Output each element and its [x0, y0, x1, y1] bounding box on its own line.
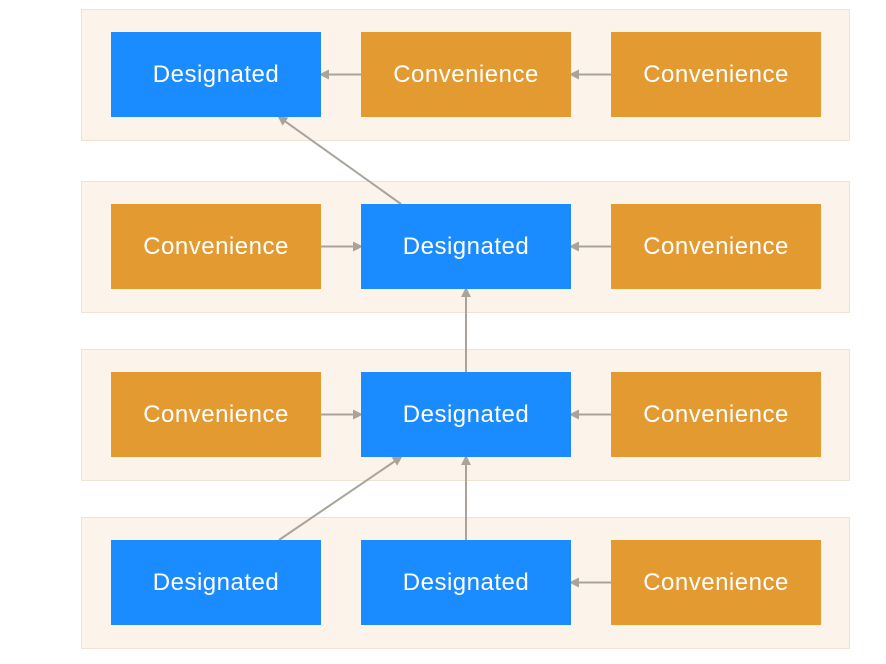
arrow-1-1-to-0-0: [277, 115, 402, 205]
node-label: Convenience: [143, 232, 289, 260]
node-r3-c2: Designated: [361, 372, 571, 457]
node-label: Designated: [402, 568, 530, 596]
node-r2-c2: Designated: [361, 204, 571, 289]
arrow-3-0-to-2-1: [278, 455, 403, 541]
node-label: Designated: [152, 568, 280, 596]
node-r1-c2: Convenience: [361, 32, 571, 117]
node-label: Designated: [152, 60, 280, 88]
node-r4-c1: Designated: [111, 540, 321, 625]
node-r4-c2: Designated: [361, 540, 571, 625]
node-label: Convenience: [643, 60, 789, 88]
node-r2-c1: Convenience: [111, 204, 321, 289]
node-label: Convenience: [643, 568, 789, 596]
node-label: Designated: [402, 400, 530, 428]
node-r3-c1: Convenience: [111, 372, 321, 457]
node-label: Designated: [402, 232, 530, 260]
node-r1-c3: Convenience: [611, 32, 821, 117]
node-r1-c1: Designated: [111, 32, 321, 117]
node-label: Convenience: [393, 60, 539, 88]
node-label: Convenience: [643, 232, 789, 260]
node-r2-c3: Convenience: [611, 204, 821, 289]
node-label: Convenience: [643, 400, 789, 428]
node-r4-c3: Convenience: [611, 540, 821, 625]
node-r3-c3: Convenience: [611, 372, 821, 457]
node-label: Convenience: [143, 400, 289, 428]
